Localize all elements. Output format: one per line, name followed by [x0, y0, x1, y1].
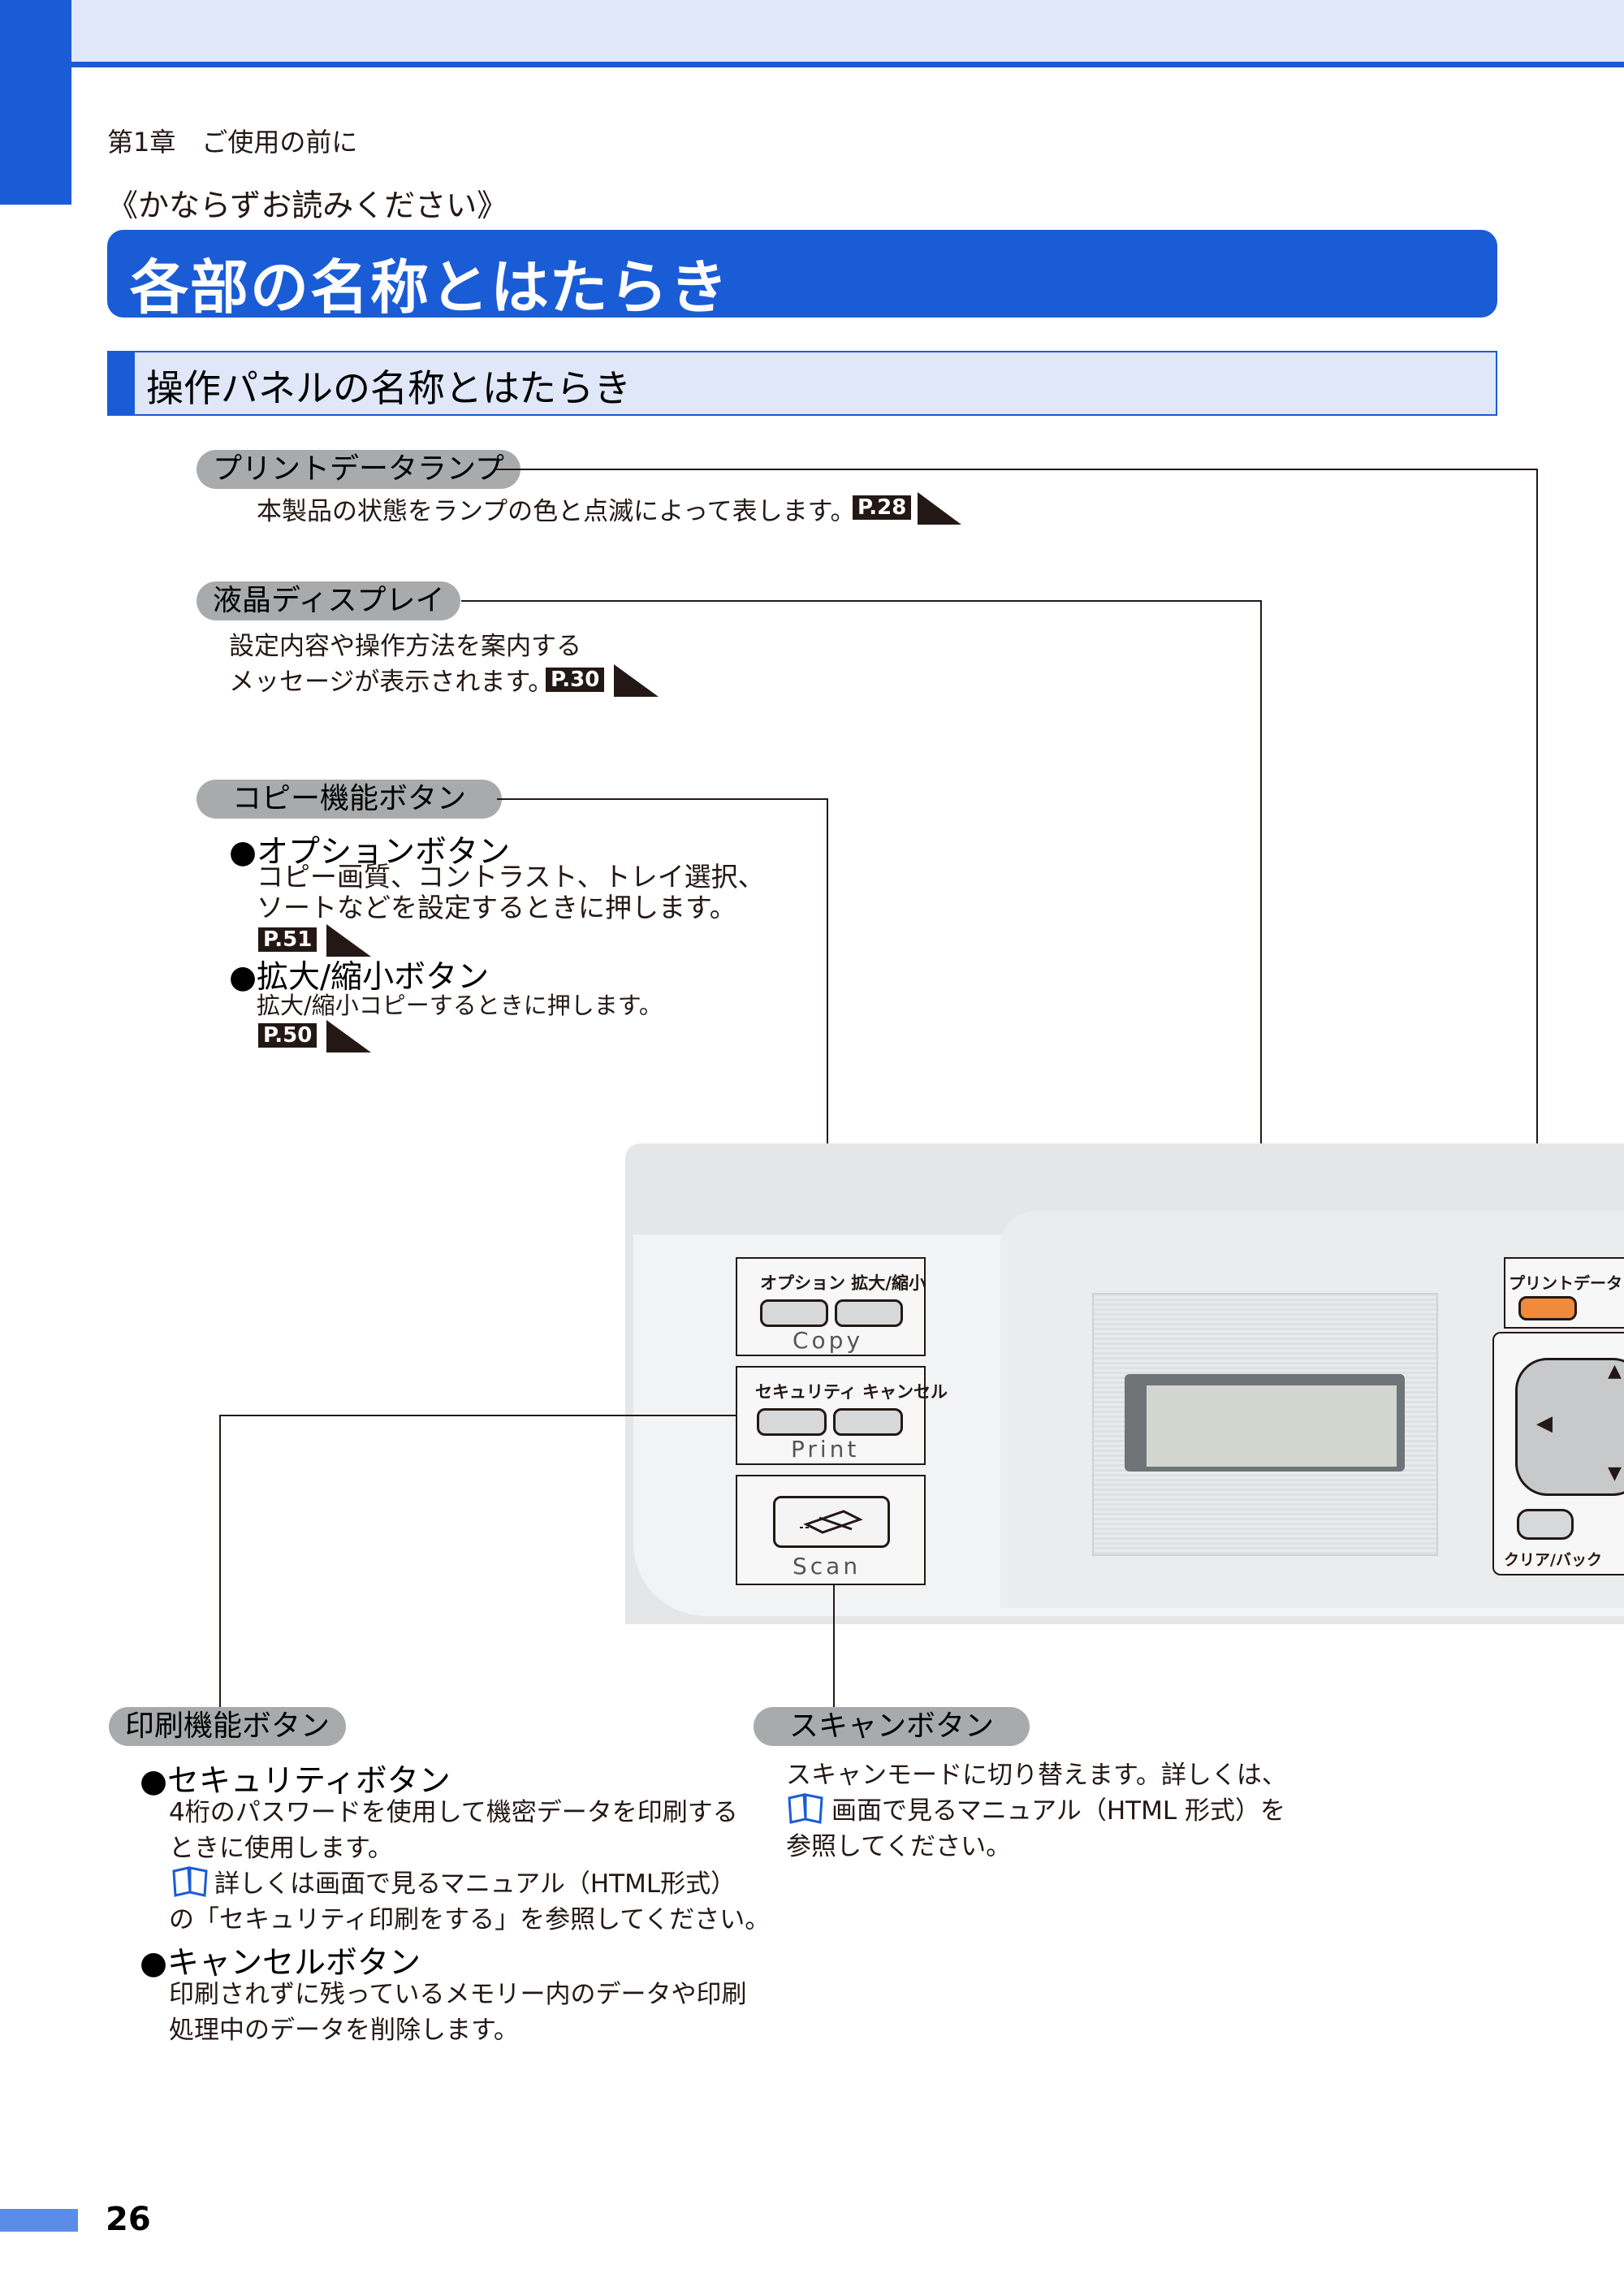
scan-label: スキャンボタン: [754, 1707, 1030, 1746]
zoom-desc: 拡大/縮小コピーするときに押します。: [257, 992, 663, 1019]
manual-book-icon: [786, 1791, 827, 1827]
top-band: [0, 0, 1624, 62]
cancel-button-title: ●キャンセルボタン: [140, 1945, 421, 1982]
option-button-title: ●オプションボタン: [229, 834, 511, 871]
copy-button-labels: オプション 拡大/縮小: [760, 1273, 926, 1293]
lcd-label: 液晶ディスプレイ: [197, 581, 461, 620]
page-ref-link[interactable]: P.28: [853, 492, 962, 525]
page-ref-arrow-icon: [853, 492, 961, 525]
leader-line: [1260, 600, 1262, 1425]
security-button[interactable]: [757, 1408, 827, 1436]
print-function-label: 印刷機能ボタン: [109, 1707, 347, 1746]
lcd-screen: [1147, 1385, 1397, 1467]
dpad: [1515, 1358, 1624, 1496]
scan-desc-1: スキャンモードに切り替えます。詳しくは、: [786, 1761, 1287, 1790]
scan-desc-3: 参照してください。: [786, 1832, 1012, 1861]
page-ref-arrow-icon: [546, 664, 659, 697]
scan-button-group: Scan: [736, 1475, 926, 1585]
leader-line: [219, 1415, 221, 1707]
security-button-title: ●セキュリティボタン: [140, 1763, 451, 1800]
clear-back-button[interactable]: [1517, 1509, 1574, 1540]
page-ref-link[interactable]: P.50: [258, 1020, 372, 1052]
scanner-icon: [800, 1510, 863, 1534]
scan-group-label: Scan: [793, 1553, 862, 1580]
scan-desc-2: 画面で見るマニュアル（HTML 形式）を: [831, 1796, 1285, 1826]
copy-button-group: オプション 拡大/縮小 Copy: [736, 1257, 926, 1356]
section-accent: [107, 351, 135, 416]
print-data-lamp-label: プリントデータ: [1509, 1273, 1622, 1293]
down-arrow-icon[interactable]: ▼: [1608, 1463, 1622, 1484]
section-bar: [107, 351, 1497, 416]
print-data-lamp-box: プリントデータ: [1504, 1257, 1624, 1329]
print-button-labels: セキュリティ キャンセル: [755, 1382, 948, 1402]
page-ref-label: P.50: [258, 1023, 317, 1048]
lcd-desc-1: 設定内容や操作方法を案内する: [229, 632, 581, 661]
leader-line: [495, 469, 1538, 470]
print-data-lamp: [1518, 1296, 1577, 1320]
top-rule: [71, 62, 1624, 67]
security-desc-3: 詳しくは画面で見るマニュアル（HTML形式）: [214, 1869, 736, 1899]
left-arrow-icon[interactable]: ◀: [1536, 1411, 1553, 1436]
manual-book-icon: [171, 1865, 211, 1900]
print-lamp-desc: 本製品の状態をランプの色と点滅によって表します。: [257, 497, 856, 526]
title-bar: [107, 230, 1497, 318]
scan-button[interactable]: [773, 1496, 890, 1548]
option-button[interactable]: [760, 1299, 828, 1327]
leader-line: [219, 1415, 736, 1416]
page-ref-arrow-icon: [258, 1020, 371, 1052]
security-desc-1: 4桁のパスワードを使用して機密データを印刷する: [169, 1798, 738, 1827]
up-arrow-icon[interactable]: ▲: [1608, 1361, 1622, 1381]
page-ref-arrow-icon: [258, 924, 371, 957]
security-desc-2: ときに使用します。: [169, 1834, 393, 1863]
cancel-button[interactable]: [833, 1408, 903, 1436]
lcd-desc-2: メッセージが表示されます。: [229, 668, 554, 697]
option-desc-2: ソートなどを設定するときに押します。: [257, 892, 736, 923]
page-number: 26: [106, 2201, 151, 2238]
cancel-desc-2: 処理中のデータを削除します。: [169, 2016, 519, 2045]
leader-line: [461, 600, 1262, 602]
page-title: 各部の名称とはたらき: [130, 253, 730, 322]
navigation-pad: ◀ ▲ ▼ クリア/バック: [1492, 1332, 1624, 1575]
chapter-tab: [0, 0, 71, 205]
page-ref-link[interactable]: P.30: [546, 664, 659, 697]
section-title: 操作パネルの名称とはたらき: [146, 366, 632, 410]
zoom-button-title: ●拡大/縮小ボタン: [229, 959, 490, 996]
footer-bar: [0, 2209, 78, 2232]
page-ref-link[interactable]: P.51: [258, 924, 372, 957]
print-group-label: Print: [791, 1436, 860, 1463]
page-ref-label: P.30: [546, 668, 605, 692]
cancel-desc-1: 印刷されずに残っているメモリー内のデータや印刷: [169, 1980, 747, 2009]
leader-line: [827, 798, 828, 1257]
clear-back-label: クリア/バック: [1504, 1551, 1602, 1569]
print-button-group: セキュリティ キャンセル Print: [736, 1366, 948, 1465]
security-desc-4: の「セキュリティ印刷をする」を参照してください。: [169, 1905, 771, 1934]
chapter-heading: 第1章 ご使用の前に: [107, 127, 358, 158]
must-read-note: 《かならずお読みください》: [107, 188, 508, 223]
print-lamp-label: プリントデータランプ: [197, 450, 520, 489]
page-ref-label: P.28: [853, 495, 912, 520]
zoom-button[interactable]: [835, 1299, 903, 1327]
option-desc-1: コピー画質、コントラスト、トレイ選択、: [257, 861, 765, 892]
copy-label: コピー機能ボタン: [197, 780, 503, 819]
leader-line: [1536, 469, 1538, 1216]
page-ref-label: P.51: [258, 927, 317, 952]
copy-group-label: Copy: [793, 1327, 864, 1354]
leader-line: [833, 1585, 835, 1707]
leader-line: [497, 798, 828, 800]
